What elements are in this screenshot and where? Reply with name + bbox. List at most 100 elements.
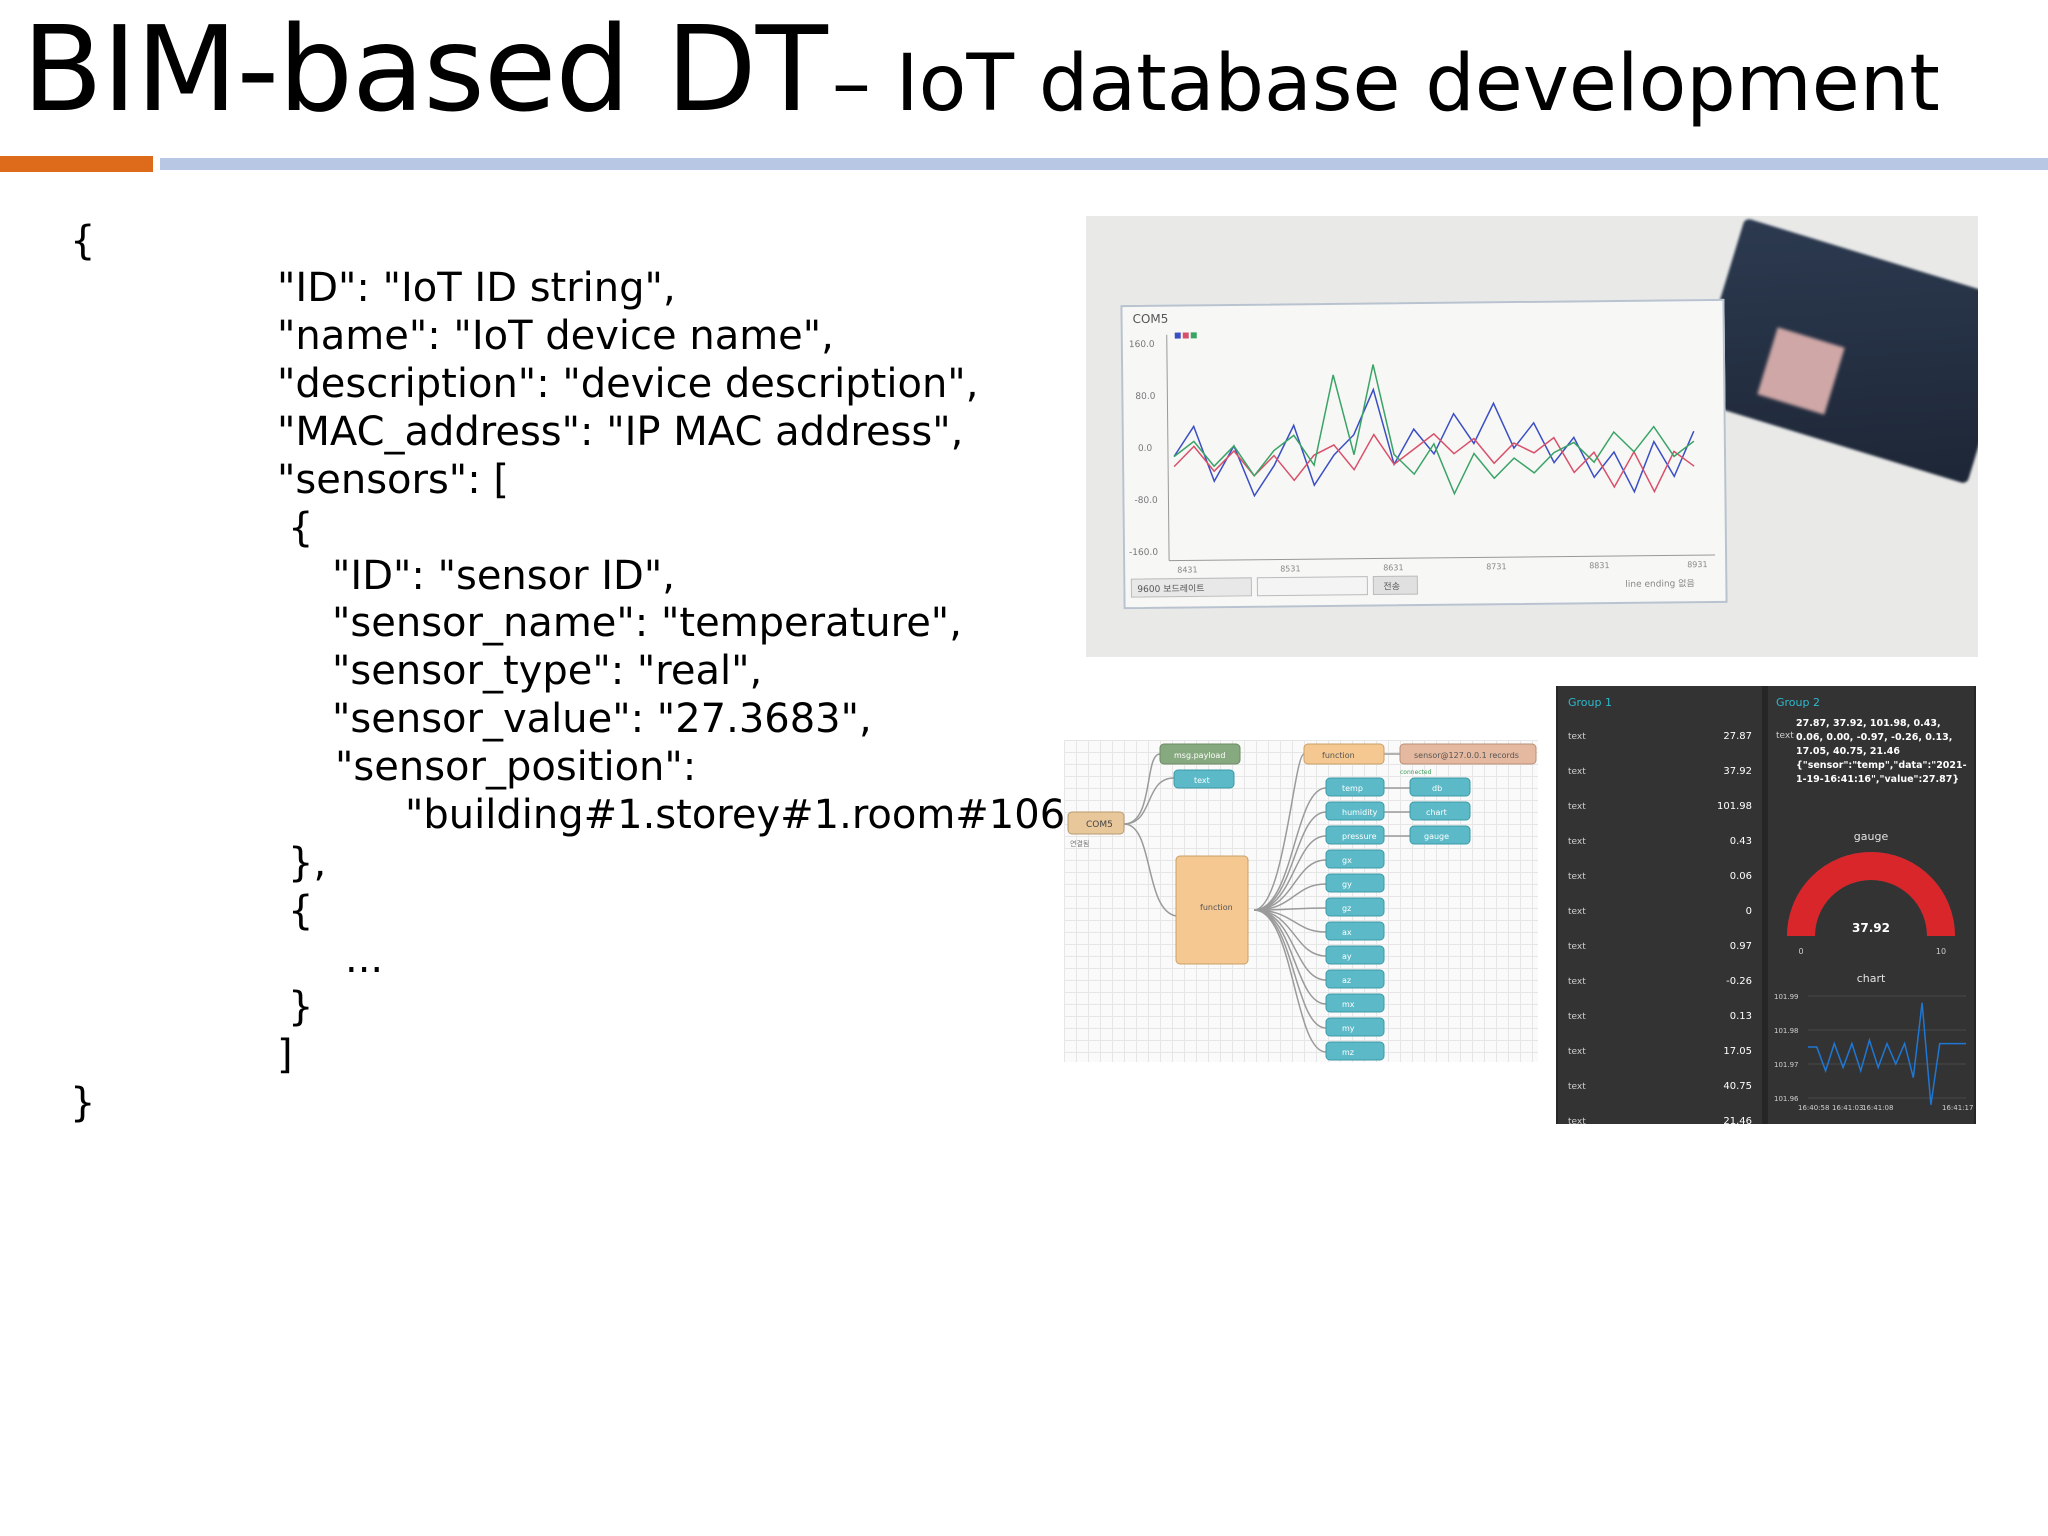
chart-y-tick: 101.99 xyxy=(1774,993,1799,1001)
group-1-row-value: 0.13 xyxy=(1729,1011,1752,1022)
output-node-label: gz xyxy=(1342,904,1351,913)
function-top-label: function xyxy=(1322,751,1355,760)
title-underline-bar xyxy=(160,158,2048,170)
output-node-humidity[interactable] xyxy=(1325,801,1385,821)
serial-in-node[interactable] xyxy=(1067,811,1125,835)
output-node-mz[interactable] xyxy=(1325,1041,1385,1061)
code-line: { xyxy=(288,888,314,934)
plotter-x-tick: 8631 xyxy=(1383,563,1403,572)
title-sub: – IoT database development xyxy=(831,39,1940,129)
code-line: { xyxy=(70,218,96,264)
ui-node-db[interactable] xyxy=(1409,777,1471,797)
output-node-label: pressure xyxy=(1342,832,1377,841)
output-node-label: gx xyxy=(1342,856,1352,865)
gauge-max: 10 xyxy=(1936,947,1946,956)
node-red-flow: COM5 연결됨 msg.payload text function senso… xyxy=(1064,740,1538,1062)
legend-swatch-red xyxy=(1182,332,1189,339)
ui-node-db-label: db xyxy=(1432,784,1442,793)
serial-plotter-window: COM5 160.0 80.0 0.0 -80.0 -160.0 8431 85… xyxy=(1120,298,1728,610)
text-node[interactable] xyxy=(1173,769,1235,789)
group-1-title: Group 1 xyxy=(1568,696,1612,709)
code-line: "building#1.storey#1.room#106" xyxy=(405,792,1084,838)
group-1-row-label: text xyxy=(1568,802,1586,812)
chart-x-tick: 16:41:03 xyxy=(1832,1104,1863,1112)
code-line: ... xyxy=(345,936,384,982)
plotter-y-tick: -80.0 xyxy=(1134,496,1158,506)
output-node-label: mz xyxy=(1342,1048,1354,1057)
text-node-label: text xyxy=(1194,776,1210,785)
group-1-row-label: text xyxy=(1568,942,1586,952)
send-button-label: 전송 xyxy=(1383,581,1400,592)
group-1-row-value: 0 xyxy=(1745,906,1752,917)
debug-node-label: msg.payload xyxy=(1174,751,1225,760)
group-1-row-label: text xyxy=(1568,907,1586,917)
group-1-row-label: text xyxy=(1568,837,1586,847)
ui-node-gauge[interactable] xyxy=(1409,825,1471,845)
output-node-gy[interactable] xyxy=(1325,873,1385,893)
group-1-row-value: -0.26 xyxy=(1726,976,1752,987)
output-node-temp[interactable] xyxy=(1325,777,1385,797)
chart-title: chart xyxy=(1856,972,1886,985)
plot-series-green xyxy=(1173,364,1695,496)
send-button[interactable] xyxy=(1372,575,1418,596)
function-top-node[interactable] xyxy=(1303,743,1385,765)
plotter-y-axis xyxy=(1166,334,1170,561)
output-node-label: ay xyxy=(1342,952,1352,961)
title-main: BIM-based DT xyxy=(22,0,828,138)
ui-node-chart[interactable] xyxy=(1409,801,1471,821)
serial-in-label: COM5 xyxy=(1086,820,1113,830)
plotter-y-tick: 80.0 xyxy=(1135,392,1155,402)
flow-canvas: COM5 연결됨 msg.payload text function senso… xyxy=(1067,743,1537,1061)
line-ending-select[interactable]: line ending 없음 xyxy=(1625,578,1695,590)
debug-node[interactable] xyxy=(1159,743,1241,765)
output-node-pressure[interactable] xyxy=(1325,825,1385,845)
output-node-my[interactable] xyxy=(1325,1017,1385,1037)
group-1-row-value: 37.92 xyxy=(1723,766,1752,777)
output-node-label: gy xyxy=(1342,880,1352,889)
chart-series-line xyxy=(1808,1002,1966,1105)
send-input[interactable] xyxy=(1256,576,1368,597)
output-node-label: temp xyxy=(1342,784,1363,793)
output-node-mx[interactable] xyxy=(1325,993,1385,1013)
function-main-label: function xyxy=(1200,903,1233,912)
code-line: "sensor_name": "temperature", xyxy=(332,600,962,646)
output-node-ax[interactable] xyxy=(1325,921,1385,941)
output-node-ay[interactable] xyxy=(1325,945,1385,965)
code-line: "sensor_value": "27.3683", xyxy=(332,696,872,742)
chart-y-tick: 101.98 xyxy=(1774,1027,1799,1035)
code-line: "sensors": [ xyxy=(277,457,509,503)
database-node-label: sensor@127.0.0.1 records xyxy=(1414,751,1519,760)
output-node-az[interactable] xyxy=(1325,969,1385,989)
output-node-label: az xyxy=(1342,976,1351,985)
chart-x-tick: 16:41:08 xyxy=(1862,1104,1893,1112)
chart-y-tick: 101.97 xyxy=(1774,1061,1799,1069)
plotter-y-tick: -160.0 xyxy=(1129,548,1158,558)
database-node[interactable] xyxy=(1399,743,1537,765)
baud-rate-select[interactable] xyxy=(1130,577,1252,598)
group-1-row-value: 0.97 xyxy=(1729,941,1752,952)
group-2-text-label: text xyxy=(1776,731,1794,741)
function-main-node[interactable] xyxy=(1175,855,1249,965)
group-1-row-label: text xyxy=(1568,1082,1586,1092)
gauge-title: gauge xyxy=(1853,830,1889,843)
plotter-x-tick: 8431 xyxy=(1177,565,1197,574)
plotter-x-tick: 8731 xyxy=(1486,562,1506,571)
code-line: "ID": "IoT ID string", xyxy=(277,265,676,311)
code-line: "sensor_position": xyxy=(335,744,697,790)
group-1-row-label: text xyxy=(1568,872,1586,882)
serial-plotter-photo: COM5 160.0 80.0 0.0 -80.0 -160.0 8431 85… xyxy=(1086,216,1978,657)
code-line: "MAC_address": "IP MAC address", xyxy=(277,409,964,455)
group-1-row-label: text xyxy=(1568,1012,1586,1022)
group-1-row-value: 0.06 xyxy=(1729,871,1752,882)
output-node-gz[interactable] xyxy=(1325,897,1385,917)
plotter-x-axis xyxy=(1169,554,1716,562)
output-node-label: ax xyxy=(1342,928,1352,937)
output-node-label: mx xyxy=(1342,1000,1355,1009)
output-node-gx[interactable] xyxy=(1325,849,1385,869)
group-1-row-label: text xyxy=(1568,732,1586,742)
group-1-row-value: 101.98 xyxy=(1717,801,1752,812)
plotter-y-tick: 160.0 xyxy=(1129,340,1155,350)
plotter-x-tick: 8831 xyxy=(1589,561,1609,570)
legend-swatch-green xyxy=(1190,332,1197,339)
